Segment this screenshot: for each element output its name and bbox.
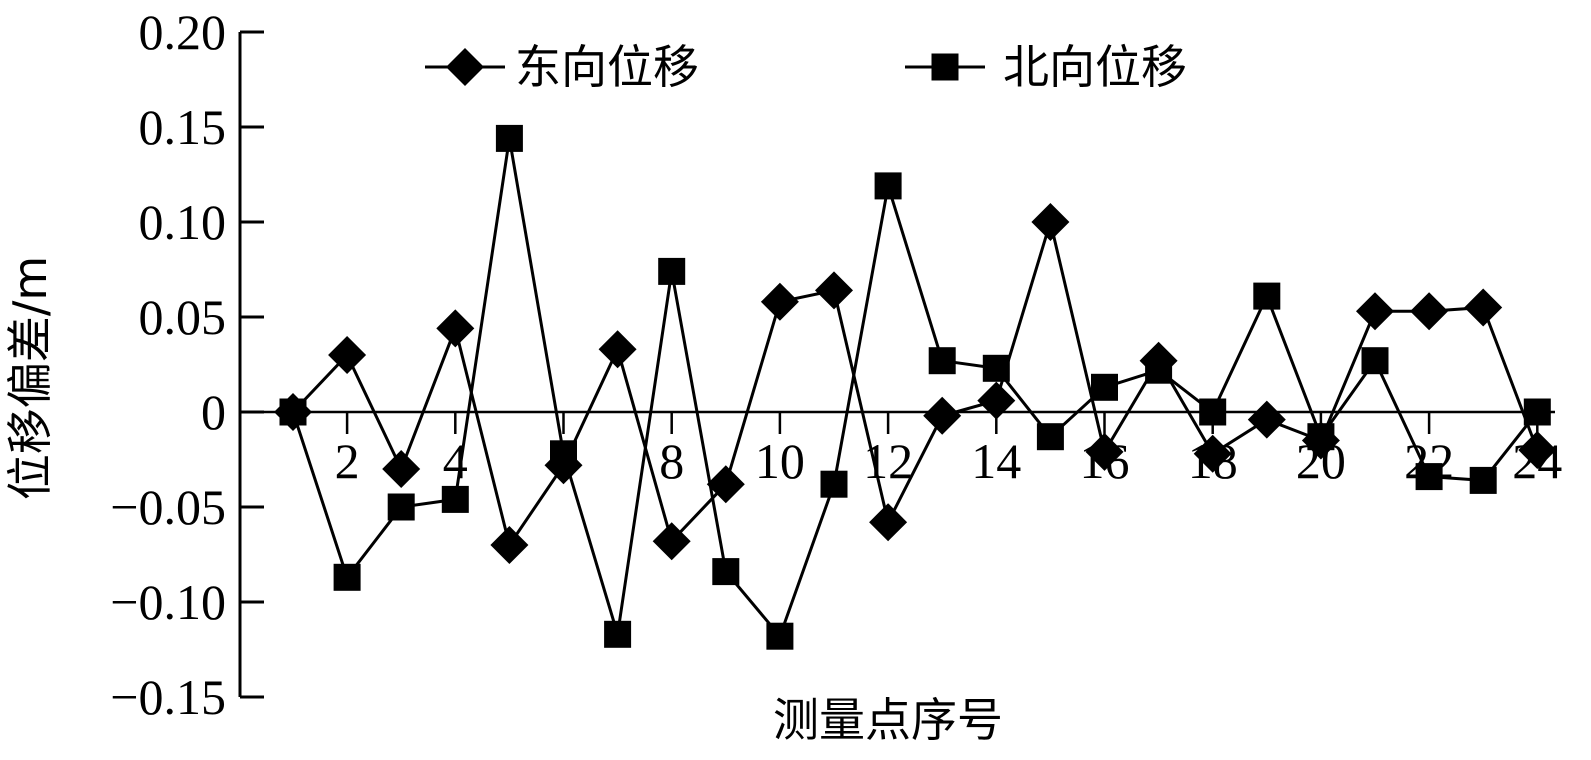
series-2 bbox=[279, 124, 1551, 650]
data-point bbox=[550, 440, 577, 468]
y-tick-label: −0.05 bbox=[110, 479, 226, 535]
legend-item: 北向位移 bbox=[905, 40, 1187, 94]
data-point bbox=[815, 271, 853, 310]
data-point bbox=[1253, 282, 1281, 310]
data-point bbox=[1469, 466, 1497, 494]
y-axis-title: 位移偏差/m bbox=[3, 256, 57, 500]
data-point bbox=[977, 381, 1016, 420]
legend-label: 东向位移 bbox=[515, 40, 699, 94]
data-point bbox=[490, 526, 529, 564]
data-point bbox=[1091, 373, 1118, 401]
data-point bbox=[1415, 463, 1443, 491]
y-tick-label: −0.10 bbox=[110, 574, 226, 630]
y-tick-label: 0.05 bbox=[139, 289, 227, 345]
legend: 东向位移 北向位移 bbox=[425, 40, 1187, 94]
data-point bbox=[495, 124, 523, 152]
y-tick-label: 0.10 bbox=[139, 194, 227, 250]
data-point bbox=[1518, 431, 1557, 469]
data-point bbox=[387, 493, 415, 521]
data-point bbox=[1247, 400, 1286, 439]
x-tick-label: 2 bbox=[335, 433, 360, 489]
data-point bbox=[1523, 398, 1551, 426]
data-point bbox=[604, 620, 632, 648]
data-point bbox=[1307, 423, 1335, 451]
data-point bbox=[436, 309, 475, 348]
data-point bbox=[1031, 203, 1070, 241]
data-point bbox=[1464, 288, 1503, 327]
data-point bbox=[441, 485, 469, 513]
x-tick-label: 10 bbox=[755, 433, 805, 489]
data-point bbox=[652, 522, 691, 561]
data-point bbox=[382, 450, 421, 488]
legend-label: 北向位移 bbox=[1003, 40, 1187, 94]
data-point bbox=[1361, 347, 1389, 375]
y-tick-label: 0 bbox=[201, 384, 226, 440]
y-tick-label: −0.15 bbox=[110, 669, 226, 725]
data-point bbox=[760, 282, 799, 321]
data-point bbox=[869, 503, 908, 542]
data-point bbox=[1036, 423, 1064, 451]
series-layer bbox=[274, 124, 1557, 650]
x-axis-title: 测量点序号 bbox=[773, 693, 1003, 747]
data-point bbox=[1356, 292, 1394, 331]
data-point bbox=[820, 470, 848, 498]
data-point bbox=[766, 622, 794, 650]
x-tick-label: 12 bbox=[863, 433, 913, 489]
data-point bbox=[923, 396, 962, 435]
series-2-line bbox=[291, 138, 1539, 640]
data-point bbox=[658, 257, 686, 285]
data-point bbox=[279, 398, 307, 426]
data-point bbox=[712, 558, 740, 586]
legend-item: 东向位移 bbox=[425, 40, 699, 94]
y-tick-label: 0.20 bbox=[139, 4, 227, 60]
data-point bbox=[1145, 356, 1173, 384]
x-tick-label: 8 bbox=[659, 433, 684, 489]
data-point bbox=[1193, 434, 1232, 473]
legend-marker bbox=[446, 48, 484, 86]
axes: 0.200.150.100.050−0.05−0.10−0.1524681012… bbox=[110, 4, 1562, 725]
data-point bbox=[333, 563, 361, 591]
data-point bbox=[928, 347, 956, 375]
data-point bbox=[1199, 398, 1227, 426]
data-point bbox=[982, 354, 1010, 382]
data-point bbox=[874, 172, 902, 200]
series-1-line bbox=[291, 216, 1539, 549]
y-tick-label: 0.15 bbox=[139, 99, 227, 155]
x-tick-label: 14 bbox=[971, 433, 1021, 489]
data-point bbox=[328, 336, 367, 374]
data-point bbox=[706, 465, 745, 504]
data-point bbox=[1410, 292, 1449, 331]
data-point bbox=[1085, 432, 1124, 471]
legend-marker bbox=[931, 53, 959, 81]
data-point bbox=[598, 330, 637, 369]
